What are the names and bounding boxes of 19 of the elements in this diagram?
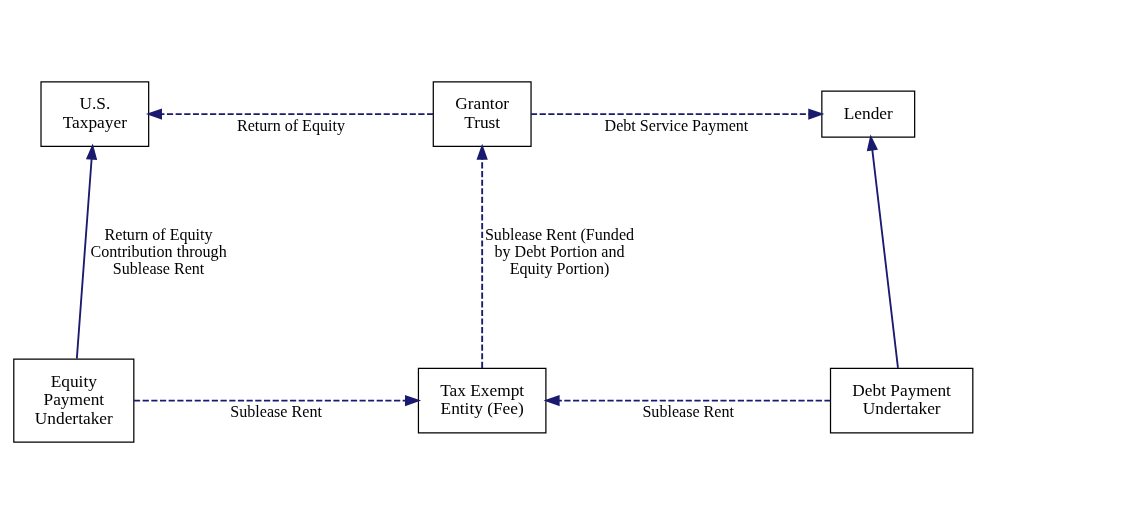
edge-label: Debt Service Payment — [604, 116, 749, 134]
node-box: Grantor Trust — [432, 81, 532, 147]
arrow — [75, 143, 98, 360]
node-box: Tax Exempt Entity (Fee) — [417, 367, 547, 434]
edge-label: Return of Equity Contribution through Sublease Rent — [90, 225, 227, 278]
arrow — [530, 108, 825, 120]
arrow — [866, 134, 899, 369]
edge-label: Sublease Rent — [642, 403, 734, 421]
arrow — [543, 394, 832, 407]
arrow — [476, 143, 488, 369]
node-box: Debt Payment Undertaker — [829, 367, 974, 434]
edge-label: Sublease Rent (Funded by Debt Portion and Equity Portion) — [484, 225, 635, 278]
node-box: Equity Payment Undertaker — [13, 358, 135, 443]
node-box: U.S. Taxpayer — [40, 81, 150, 147]
edge-label: Return of Equity — [236, 116, 346, 134]
arrow — [133, 394, 422, 407]
arrow — [145, 108, 434, 120]
edge-label: Sublease Rent — [230, 403, 322, 421]
node-box: Lender — [821, 90, 916, 138]
